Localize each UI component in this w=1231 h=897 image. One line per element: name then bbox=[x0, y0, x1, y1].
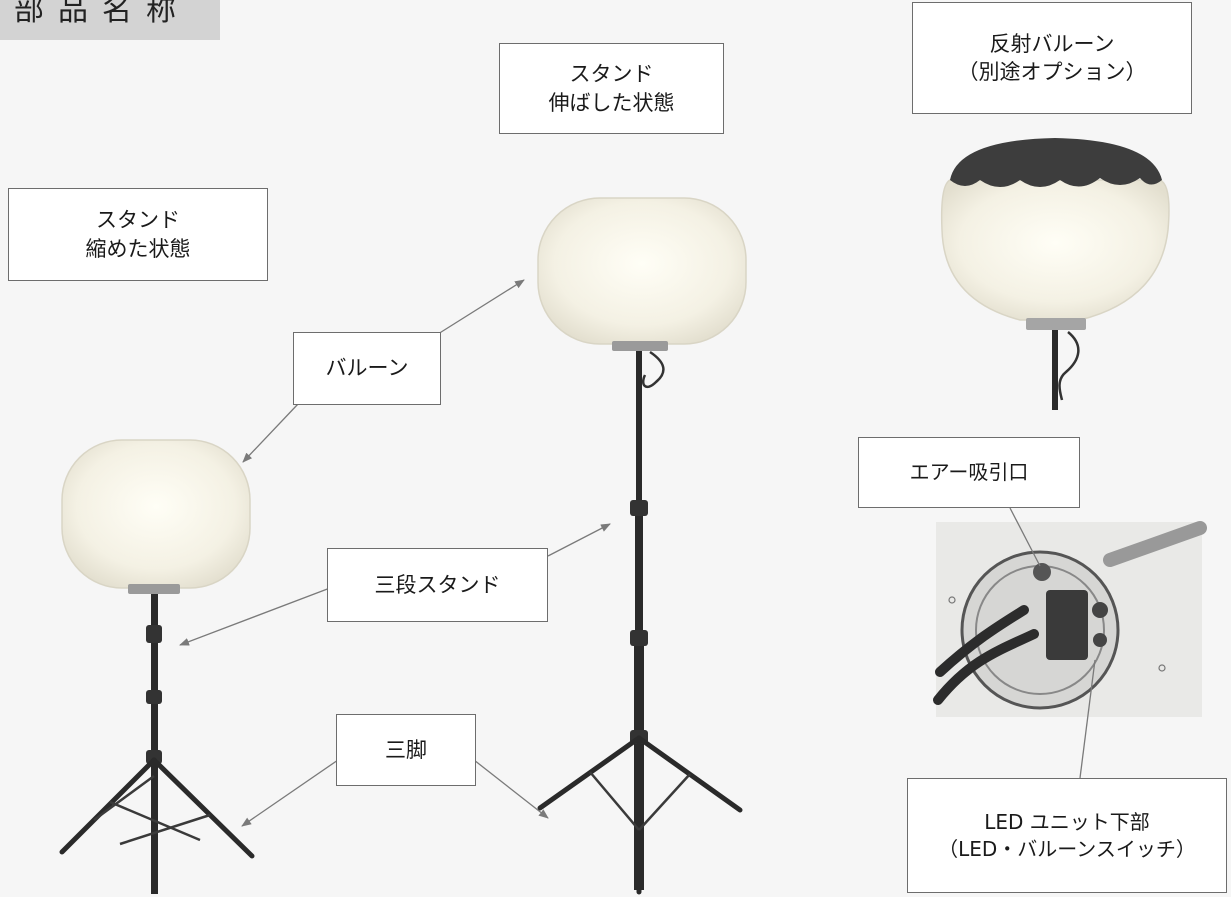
led-unit-bottom-line2: （LED・バルーンスイッチ） bbox=[938, 836, 1196, 861]
retracted-stand-clamp bbox=[146, 690, 162, 704]
three-stage-stand-label: 三段スタンド bbox=[327, 548, 548, 622]
balloon-arrow-up bbox=[437, 279, 525, 335]
led-unit-bottom-label: LED ユニット下部 （LED・バルーンスイッチ） bbox=[907, 778, 1227, 893]
extended-light-tower bbox=[537, 197, 747, 895]
tripod-arrow-down bbox=[241, 759, 339, 827]
retracted-stand-clamp bbox=[146, 625, 162, 643]
extended-tripod-braces bbox=[589, 771, 691, 831]
extended-power-cable bbox=[641, 350, 665, 389]
stand-arrow-up bbox=[547, 523, 611, 557]
screw-hole bbox=[948, 596, 956, 604]
led-unit-bottom-line1: LED ユニット下部 bbox=[984, 809, 1150, 834]
led-unit-leader bbox=[1079, 659, 1096, 779]
switch-panel bbox=[1046, 590, 1088, 660]
extended-led-unit bbox=[612, 341, 668, 351]
reflective-balloon-line2: （別途オプション） bbox=[957, 60, 1147, 84]
stand-extended-line2: 伸ばした状態 bbox=[548, 90, 675, 115]
retracted-led-unit bbox=[128, 584, 180, 594]
reflective-balloon-body bbox=[940, 179, 1170, 321]
reflective-power-cable bbox=[1058, 331, 1080, 401]
extended-stand-pole-middle bbox=[635, 510, 643, 640]
tripod-arrow-right bbox=[473, 759, 549, 819]
reflective-led-unit bbox=[1026, 318, 1086, 330]
switch-knob bbox=[1093, 633, 1107, 647]
extended-stand-pole-upper bbox=[636, 351, 642, 511]
tripod-label: 三脚 bbox=[336, 714, 476, 786]
screw-hole bbox=[1158, 664, 1166, 672]
switch-knob bbox=[1092, 602, 1108, 618]
balloon-arrow-down bbox=[242, 403, 299, 463]
reflective-cap bbox=[950, 138, 1162, 187]
retracted-tripod-braces bbox=[93, 774, 211, 846]
extended-stand-clamp bbox=[630, 500, 648, 516]
balloon-label: バルーン bbox=[293, 332, 441, 405]
stand-extended-line1: スタンド bbox=[569, 62, 654, 87]
air-intake-hole bbox=[1033, 563, 1051, 581]
retracted-balloon bbox=[61, 439, 251, 589]
stand-retracted-line2: 縮めた状態 bbox=[85, 236, 191, 261]
extended-tripod-legs bbox=[537, 735, 743, 895]
air-intake-leader bbox=[1009, 507, 1041, 567]
balloon-label-text: バルーン bbox=[325, 356, 409, 381]
reflective-balloon-line1: 反射バルーン bbox=[989, 31, 1115, 56]
pole-stub bbox=[1103, 521, 1207, 567]
reflective-balloon-product bbox=[940, 138, 1170, 410]
leader-lines bbox=[179, 279, 1096, 827]
extended-balloon bbox=[537, 197, 747, 345]
air-intake-label-text: エアー吸引口 bbox=[909, 460, 1029, 484]
three-stage-stand-label-text: 三段スタンド bbox=[374, 572, 501, 597]
page-title: 部品名称 bbox=[0, 0, 220, 40]
extended-stand-clamp bbox=[630, 630, 648, 646]
power-cables bbox=[933, 605, 1039, 705]
stand-arrow-down bbox=[179, 587, 331, 646]
stand-retracted-line1: スタンド bbox=[96, 208, 180, 233]
led-unit-bottom-photo bbox=[933, 521, 1207, 717]
retracted-light-tower bbox=[59, 439, 255, 894]
retracted-tripod-legs bbox=[59, 757, 255, 893]
retracted-stand-pole bbox=[151, 594, 158, 894]
reflective-balloon-label: 反射バルーン （別途オプション） bbox=[912, 2, 1192, 114]
stand-extended-label: スタンド 伸ばした状態 bbox=[499, 43, 724, 134]
stand-retracted-label: スタンド 縮めた状態 bbox=[8, 188, 268, 281]
air-intake-label: エアー吸引口 bbox=[858, 437, 1080, 508]
tripod-label-text: 三脚 bbox=[385, 737, 427, 762]
reflective-pole bbox=[1052, 330, 1058, 410]
